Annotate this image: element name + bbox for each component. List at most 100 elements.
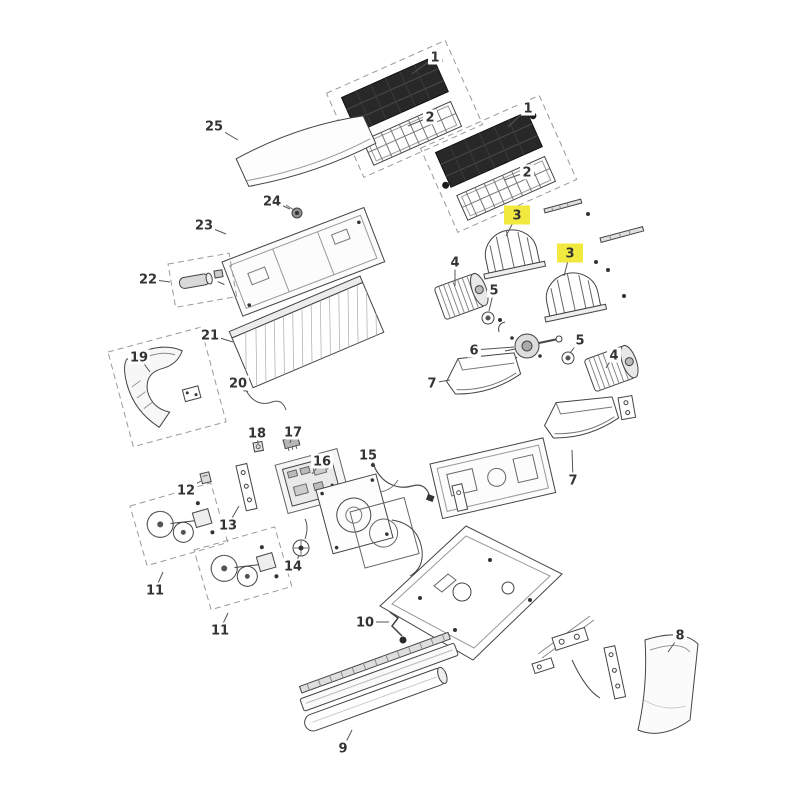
highlight-box — [504, 205, 530, 225]
part-number-label: 14 — [284, 560, 302, 575]
side-panel — [638, 635, 698, 733]
label-mask — [673, 627, 687, 643]
part-number-label: 15 — [359, 449, 377, 464]
part-number-label: 11 — [146, 584, 164, 599]
part-callout-23: 23 — [193, 217, 226, 235]
part-number-label: 13 — [219, 519, 237, 534]
part-number-label: 19 — [130, 351, 148, 366]
part-callout-7: 7 — [566, 450, 580, 489]
label-mask — [354, 614, 376, 630]
part-callout-9: 9 — [336, 730, 352, 757]
label-mask — [209, 622, 231, 638]
label-mask — [137, 271, 159, 287]
callout-layer: 1212334565477891011111213141516171819202… — [128, 49, 687, 757]
label-mask — [425, 375, 439, 391]
part-callout-24: 24 — [261, 193, 290, 210]
bearing-2 — [562, 352, 574, 364]
part-number-label: 4 — [609, 349, 618, 364]
part-callout-8: 8 — [668, 627, 687, 653]
hinge-bracket — [390, 612, 407, 644]
label-mask — [566, 472, 580, 488]
latch — [452, 484, 468, 512]
label-mask — [144, 582, 166, 598]
part-number-label: 18 — [248, 427, 266, 442]
label-mask — [448, 254, 462, 270]
part-callout-13: 13 — [217, 506, 239, 534]
label-mask — [199, 327, 221, 343]
label-mask — [573, 332, 587, 348]
part-callout-3: 3 — [557, 243, 583, 277]
part-callout-3: 3 — [504, 205, 530, 237]
part-callout-5: 5 — [487, 282, 501, 312]
part-callout-2: 2 — [504, 164, 534, 181]
part-number-label: 24 — [263, 195, 281, 210]
part-callout-7: 7 — [425, 375, 450, 392]
part-number-label: 23 — [195, 219, 213, 234]
heat-exchanger — [229, 276, 384, 388]
part-number-label: 10 — [356, 616, 374, 631]
part-number-label: 9 — [338, 742, 347, 757]
label-mask — [311, 453, 333, 469]
capacitor-part — [253, 441, 263, 451]
part-callout-2: 2 — [408, 109, 437, 127]
label-mask — [217, 517, 239, 533]
label-mask — [520, 164, 534, 180]
part-callout-18: 18 — [246, 425, 268, 445]
part-number-label: 12 — [177, 484, 195, 499]
label-mask — [521, 100, 535, 116]
part-number-label: 3 — [512, 209, 521, 224]
side-bracket — [604, 646, 626, 699]
label-mask — [282, 424, 304, 440]
label-mask — [357, 447, 379, 463]
part-number-label: 16 — [313, 455, 331, 470]
motor-bracket — [618, 396, 636, 420]
flat-bracket-2 — [532, 658, 554, 674]
front-panel-set — [292, 632, 466, 734]
part-number-label: 17 — [284, 426, 302, 441]
label-mask — [227, 375, 249, 391]
part-number-label: 5 — [489, 284, 498, 299]
support-rod-2 — [600, 227, 644, 243]
wire-harness — [371, 463, 435, 503]
part-callout-1: 1 — [508, 100, 535, 128]
part-number-label: 22 — [139, 273, 157, 288]
fan-motor — [498, 318, 562, 365]
part-number-label: 25 — [205, 120, 223, 135]
part-callout-19: 19 — [128, 349, 150, 373]
part-number-label: 1 — [430, 51, 439, 66]
label-mask — [336, 740, 350, 756]
part-number-label: 1 — [523, 102, 532, 117]
label-mask — [203, 118, 225, 134]
grommet — [286, 205, 302, 218]
support-rod-1 — [544, 199, 582, 213]
clip-part — [200, 472, 211, 484]
part-callout-21: 21 — [199, 327, 233, 344]
part-number-label: 5 — [575, 334, 584, 349]
top-cover-panel — [234, 111, 378, 191]
label-mask — [128, 349, 150, 365]
part-number-label: 3 — [565, 247, 574, 262]
part-number-label: 2 — [425, 111, 434, 126]
part-number-label: 7 — [568, 474, 577, 489]
part-callout-11: 11 — [144, 572, 166, 599]
mount-strip — [236, 464, 257, 511]
part-callout-14: 14 — [282, 556, 304, 575]
part-number-label: 6 — [469, 344, 478, 359]
part-callout-16: 16 — [311, 453, 333, 475]
part-number-label: 11 — [211, 624, 229, 639]
part-callout-4: 4 — [606, 347, 621, 369]
part-callout-11: 11 — [209, 613, 231, 639]
label-mask — [246, 425, 268, 441]
part-callout-15: 15 — [357, 447, 379, 467]
label-mask — [193, 217, 215, 233]
label-mask — [428, 49, 442, 65]
part-callout-17: 17 — [282, 424, 304, 444]
fan-frame-1 — [316, 474, 393, 554]
pulley-wheel — [293, 519, 309, 556]
part-number-label: 8 — [675, 629, 684, 644]
part-callout-1: 1 — [412, 49, 442, 75]
flat-bracket-1 — [552, 627, 588, 650]
part-callout-12: 12 — [175, 481, 201, 499]
